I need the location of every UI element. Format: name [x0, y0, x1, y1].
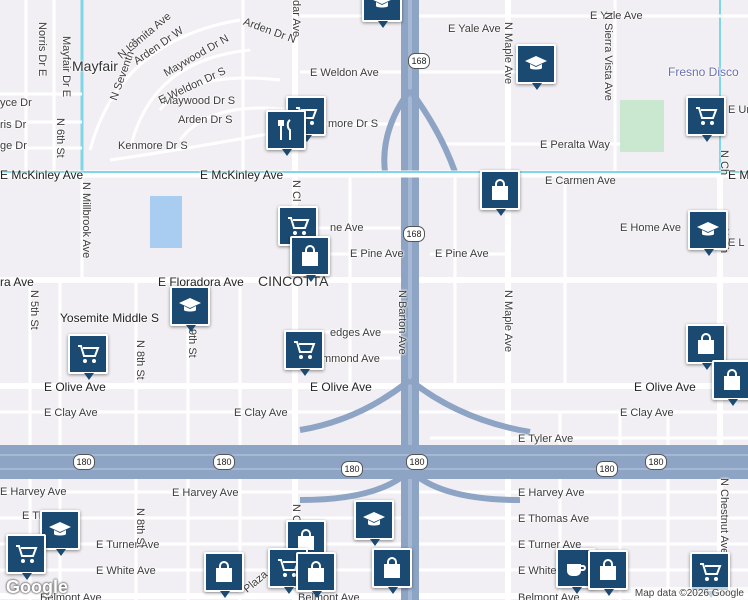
cart-sw-marker[interactable] — [6, 534, 46, 580]
street-pine-w: E Pine Ave — [350, 248, 404, 260]
hwy-180-shield-f: 180 — [645, 454, 667, 470]
water-body — [150, 196, 182, 248]
street-hedges: edges Ave — [330, 327, 382, 339]
street-ur: E Ur — [728, 104, 748, 116]
street-belmont-e: Belmont Ave — [518, 592, 580, 600]
street-norris: Norris Dr E — [36, 22, 48, 77]
street-ne: ne Ave — [330, 222, 364, 234]
street-yale-w: E Yale Ave — [448, 23, 501, 35]
street-cl: N Cl — [290, 180, 302, 202]
street-harvey-edge: E Harvey Ave — [0, 486, 67, 498]
place-mayfair: Mayfair — [72, 58, 118, 74]
map-attribution[interactable]: Map data ©2026 Google — [630, 587, 748, 600]
hwy-168-shield-north: 168 — [408, 53, 430, 69]
street-5th: N 5th St — [28, 290, 40, 330]
street-ris: ris Dr — [0, 119, 27, 131]
street-maywood-s: Maywood Dr S — [163, 95, 236, 107]
street-l: E L — [728, 237, 745, 249]
street-turner-w: E Turner Ave — [96, 539, 160, 551]
street-floradora: E Floradora Ave — [158, 275, 244, 289]
school-yosemite-marker[interactable] — [170, 286, 210, 332]
school-maple-marker[interactable] — [516, 44, 556, 90]
poi-yosemite-middle[interactable]: Yosemite Middle S — [60, 311, 159, 325]
street-ge: ge Dr — [0, 140, 27, 152]
street-arden-s: Arden Dr S — [178, 114, 233, 126]
shop-carmen-marker[interactable] — [480, 170, 520, 216]
street-maple-top: N Maple Ave — [502, 22, 514, 85]
cart-se-marker[interactable] — [690, 552, 730, 598]
park-area — [620, 100, 664, 152]
school-harvey-marker[interactable] — [354, 500, 394, 546]
street-mckinley-e: E Mc — [728, 168, 748, 182]
bag-right-2-marker[interactable] — [686, 324, 726, 370]
school-right-marker[interactable] — [688, 210, 728, 256]
street-harvey-e: E Harvey Ave — [518, 487, 585, 499]
hwy-180-shield-c: 180 — [341, 461, 363, 477]
hwy-168-shield-center: 168 — [403, 226, 425, 242]
street-8th-b: N 8th St — [134, 508, 146, 548]
street-chestnut: N Chestnut Ave — [718, 478, 730, 555]
street-mckinley-w: E McKinley Ave — [0, 168, 84, 182]
street-ch-top: N Ch — [718, 150, 730, 176]
street-olive-w: E Olive Ave — [44, 380, 106, 394]
bag-plaza-marker[interactable] — [296, 552, 336, 598]
bag-white-marker[interactable] — [204, 552, 244, 598]
street-peralta: E Peralta Way — [540, 139, 610, 151]
hwy-180-shield-a: 180 — [73, 454, 95, 470]
street-dar: dar Ave — [290, 0, 302, 38]
hwy-180 — [0, 445, 748, 479]
bag-pine-marker[interactable] — [290, 236, 330, 282]
street-pine-e: E Pine Ave — [435, 248, 489, 260]
street-belmont-w: Belmont Ave — [40, 592, 102, 600]
street-clay-c: E Clay Ave — [234, 407, 288, 419]
place-cincotta: CINCOTTA — [258, 273, 329, 289]
street-maple-mid: N Maple Ave — [502, 290, 514, 353]
street-thomas: E Thomas Ave — [518, 513, 590, 525]
street-weldon: E Weldon Ave — [310, 67, 379, 79]
hwy-180-shield-e: 180 — [596, 461, 618, 477]
hwy-168 — [299, 0, 531, 600]
street-olive-c: E Olive Ave — [310, 380, 372, 394]
street-th: E Th — [22, 510, 46, 522]
street-belmont-c: Belmont Ave — [298, 592, 360, 600]
street-yale: E Yale Ave — [590, 10, 643, 22]
street-white-e: E White — [518, 565, 557, 577]
street-yce: yce Dr — [0, 97, 32, 109]
street-hammond: mmond Ave — [322, 353, 380, 365]
street-harvey-w: E Harvey Ave — [172, 487, 239, 499]
street-olive-e: E Olive Ave — [634, 380, 696, 394]
street-sierra-vista: N Sierra Vista Ave — [602, 12, 614, 101]
street-mayfair-dr: Mayfair Dr E — [60, 36, 72, 98]
street-tyler: E Tyler Ave — [518, 433, 574, 445]
street-home: E Home Ave — [620, 222, 681, 234]
cart-right-1-marker[interactable] — [686, 96, 726, 142]
google-logo: Google — [6, 577, 68, 597]
hwy-180-shield-b: 180 — [213, 454, 235, 470]
school-sw-marker[interactable] — [40, 510, 80, 556]
street-millbrook: N Millbrook Ave — [80, 182, 92, 259]
street-8th-a: N 8th St — [134, 340, 146, 380]
street-white-w: E White Ave — [96, 565, 156, 577]
school-yale-marker[interactable] — [362, 0, 402, 28]
cart-hedges-marker[interactable] — [284, 330, 324, 376]
bag-south-1-marker[interactable] — [372, 548, 412, 594]
street-clay-w: E Clay Ave — [44, 407, 98, 419]
cart-olive-w-marker[interactable] — [68, 334, 108, 380]
street-kenmore: Kenmore Dr S — [118, 140, 188, 152]
street-6th: N 6th St — [54, 118, 66, 158]
bag-right-3-marker[interactable] — [712, 360, 748, 406]
street-barton: N Barton Ave — [396, 290, 408, 355]
street-mckinley-c: E McKinley Ave — [200, 168, 284, 182]
hwy-180-shield-d: 180 — [406, 454, 428, 470]
street-ra: ra Ave — [0, 275, 34, 289]
street-carmen: E Carmen Ave — [545, 175, 616, 187]
street-more: more Dr S — [328, 118, 379, 130]
poi-fresno-disco[interactable]: Fresno Disco — [668, 65, 739, 79]
restaurant-mckinley-marker[interactable] — [266, 110, 306, 156]
street-clay-e: E Clay Ave — [620, 407, 674, 419]
bag-south-2-marker[interactable] — [588, 550, 628, 596]
